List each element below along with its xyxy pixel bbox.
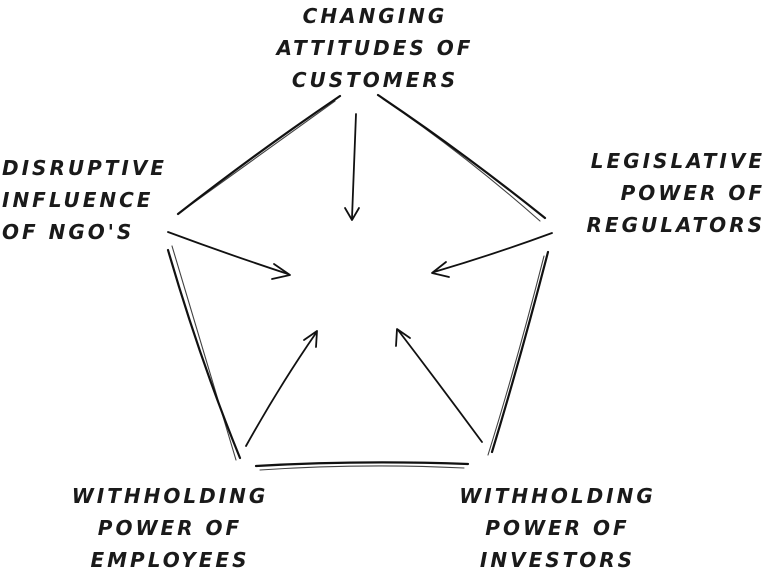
edge-top-right-sketch [382, 98, 541, 222]
node-label-line: INFLUENCE [2, 188, 154, 212]
node-label-line: LEGISLATIVE [590, 149, 765, 173]
arrow-from-bottom-left [245, 330, 318, 447]
node-label-line: INVESTORS [479, 548, 636, 572]
node-label-line: POWER OF [97, 516, 243, 540]
node-label-line: DISRUPTIVE [2, 156, 167, 180]
edge-top-right [376, 93, 547, 220]
edge-left-bottomleft-sketch [171, 245, 237, 461]
edge-top-left [176, 94, 342, 216]
node-label-withholding-power-of-investors: WITHHOLDING POWER OF INVESTORS [450, 480, 665, 576]
node-label-withholding-power-of-employees: WITHHOLDING POWER OF EMPLOYEES [65, 480, 275, 576]
node-label-line: ATTITUDES OF [276, 36, 474, 60]
edge-bottom-sketch [259, 465, 465, 471]
node-label-line: WITHHOLDING [459, 484, 656, 508]
node-label-legislative-power-of-regulators: LEGISLATIVE POWER OF REGULATORS [560, 145, 765, 241]
node-label-line: CHANGING [302, 4, 448, 28]
arrow-from-bottom-right [395, 328, 483, 443]
arrows [167, 113, 553, 447]
edge-top-left-sketch [181, 100, 336, 212]
node-label-line: EMPLOYEES [90, 548, 250, 572]
edge-bottom [254, 461, 470, 468]
node-label-line: POWER OF [485, 516, 630, 540]
arrow-from-top [344, 113, 360, 221]
arrow-from-right [431, 232, 553, 278]
pentagon-outline [166, 93, 550, 471]
edge-right-bottomright-sketch [487, 255, 545, 456]
node-label-line: OF NGO'S [2, 220, 135, 244]
node-label-changing-attitudes-of-customers: CHANGING ATTITUDES OF CUSTOMERS [230, 0, 520, 96]
node-label-disruptive-influence-of-ngos: DISRUPTIVE INFLUENCE OF NGO'S [2, 152, 202, 248]
node-label-line: REGULATORS [586, 213, 765, 237]
node-label-line: WITHHOLDING [71, 484, 269, 508]
edge-left-bottomleft [166, 248, 242, 460]
arrow-from-left [167, 231, 291, 280]
edge-right-bottomright [490, 250, 550, 454]
node-label-line: POWER OF [620, 181, 765, 205]
node-label-line: CUSTOMERS [291, 68, 459, 92]
